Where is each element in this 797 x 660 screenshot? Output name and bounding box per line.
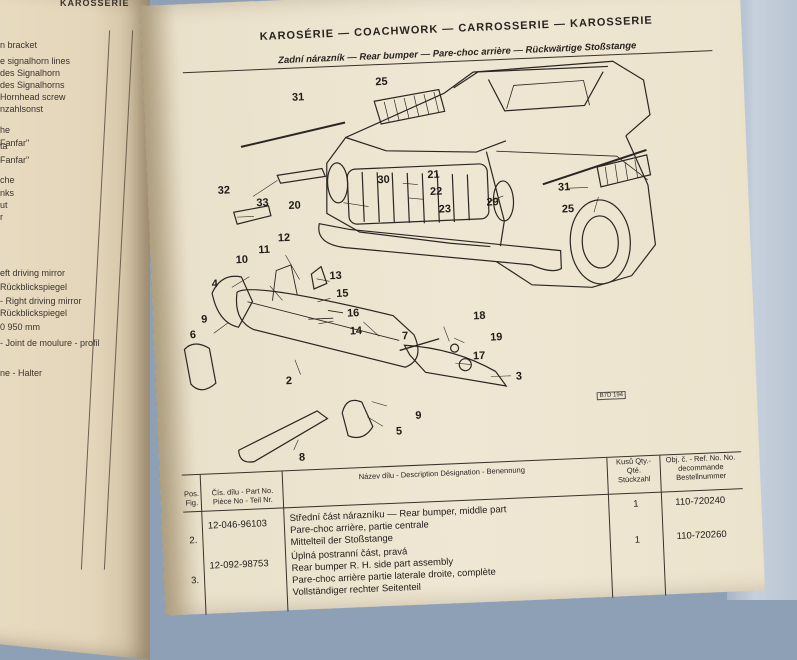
left-page-line: ut — [0, 200, 8, 210]
callout-number: 11 — [258, 243, 271, 257]
callout-number: 25 — [375, 75, 388, 89]
left-page-line: eft driving mirror — [0, 268, 66, 278]
left-page-line: des Signalhorns — [0, 80, 65, 90]
callout-number: 13 — [329, 269, 342, 283]
car-illustration — [240, 60, 657, 288]
left-page-text: KAROSSERIE n bracket e signalhorn lines de… — [0, 0, 150, 600]
callout-number: 14 — [349, 324, 363, 338]
row-pos: 2. — [189, 535, 198, 547]
callout-number: 16 — [346, 307, 360, 320]
left-page-line: nks — [0, 188, 15, 198]
row-part-no: 12-092-98753 — [209, 558, 269, 572]
left-column-rule — [80, 30, 111, 570]
row-part-no: 12-046-96103 — [207, 518, 268, 532]
callout-number: 10 — [235, 253, 249, 267]
callout-number: 18 — [473, 309, 486, 323]
left-column-rule — [103, 30, 134, 570]
left-page-line: ne - Halter — [0, 368, 43, 378]
callout-number: 4 — [211, 277, 219, 291]
left-page-line: ta — [0, 141, 8, 151]
callout-number: 31 — [291, 91, 305, 104]
left-page-line: 0 950 mm — [0, 322, 41, 332]
callout-number: 31 — [557, 181, 571, 194]
callout-number: 17 — [472, 349, 486, 363]
left-page-line: Rückblickspiegel — [0, 282, 68, 292]
callout-number: 9 — [200, 313, 208, 326]
header-pos: Pos. Fig. — [183, 488, 200, 508]
callout-number: 5 — [395, 425, 403, 438]
header-order-no: Obj. č. - Ref. No. No. decommande Bestel… — [665, 452, 736, 482]
callout-number: 8 — [298, 451, 306, 464]
left-page-line: n bracket — [0, 40, 38, 50]
right-page: KAROSÉRIE — COACHWORK — CARROSSERIE — KA… — [140, 0, 766, 616]
exploded-diagram — [183, 60, 657, 463]
callout-number: 25 — [561, 203, 575, 216]
callout-number: 6 — [189, 328, 197, 342]
callout-number: 2 — [285, 374, 293, 388]
row-pos: 3. — [190, 575, 200, 587]
callout-number: 33 — [256, 196, 269, 210]
callout-number: 22 — [429, 185, 443, 199]
figure-stamp: B7D 194 — [596, 390, 627, 401]
left-page-line: Fanfar" — [0, 155, 30, 165]
header-part-no: Čís. dílu - Part No. Pièce No - Teil Nr. — [211, 485, 274, 507]
callout-number: 20 — [288, 199, 301, 212]
callout-number: 32 — [217, 184, 231, 197]
callout-number: 12 — [277, 231, 291, 245]
callout-number: 30 — [377, 173, 390, 187]
left-page-line: e signalhorn lines — [0, 56, 71, 66]
left-page-line: nzahlsonst — [0, 104, 44, 114]
row-qty: 1 — [634, 534, 641, 546]
left-page-line: he — [0, 125, 11, 135]
callout-number: 3 — [515, 370, 523, 383]
left-page-line: - Right driving mirror — [0, 296, 82, 306]
parts-table: Pos. Fig. Čís. dílu - Part No. Pièce No … — [181, 451, 748, 616]
left-page-line: Fanfar" — [0, 138, 30, 148]
row-order-no: 110-720260 — [676, 528, 727, 542]
left-page-line: che — [0, 175, 15, 185]
callout-number: 21 — [427, 168, 440, 182]
row-qty: 1 — [633, 498, 639, 510]
callout-number: 29 — [486, 196, 500, 209]
callout-number: 19 — [489, 331, 503, 344]
header-qty: Kusů Qty.-Qté. Stückzahl — [615, 456, 652, 485]
left-page-line: - Joint de moulure - profil — [0, 338, 100, 348]
left-page-line: des Signalhorn — [0, 68, 61, 78]
header-description: Název dílu - Description Désignation - B… — [358, 465, 526, 482]
callout-number: 23 — [438, 203, 452, 216]
left-page-header: KAROSSERIE — [60, 0, 130, 8]
bumper-parts — [183, 167, 599, 463]
callout-number: 7 — [401, 330, 409, 343]
callout-number: 15 — [335, 287, 349, 301]
left-page-line: Hornhead screw — [0, 92, 66, 102]
row-order-no: 110-720240 — [675, 494, 726, 509]
left-page-line: Rückblickspiegel — [0, 308, 68, 318]
callout-number: 9 — [415, 409, 422, 422]
left-page-line: r — [0, 212, 3, 222]
